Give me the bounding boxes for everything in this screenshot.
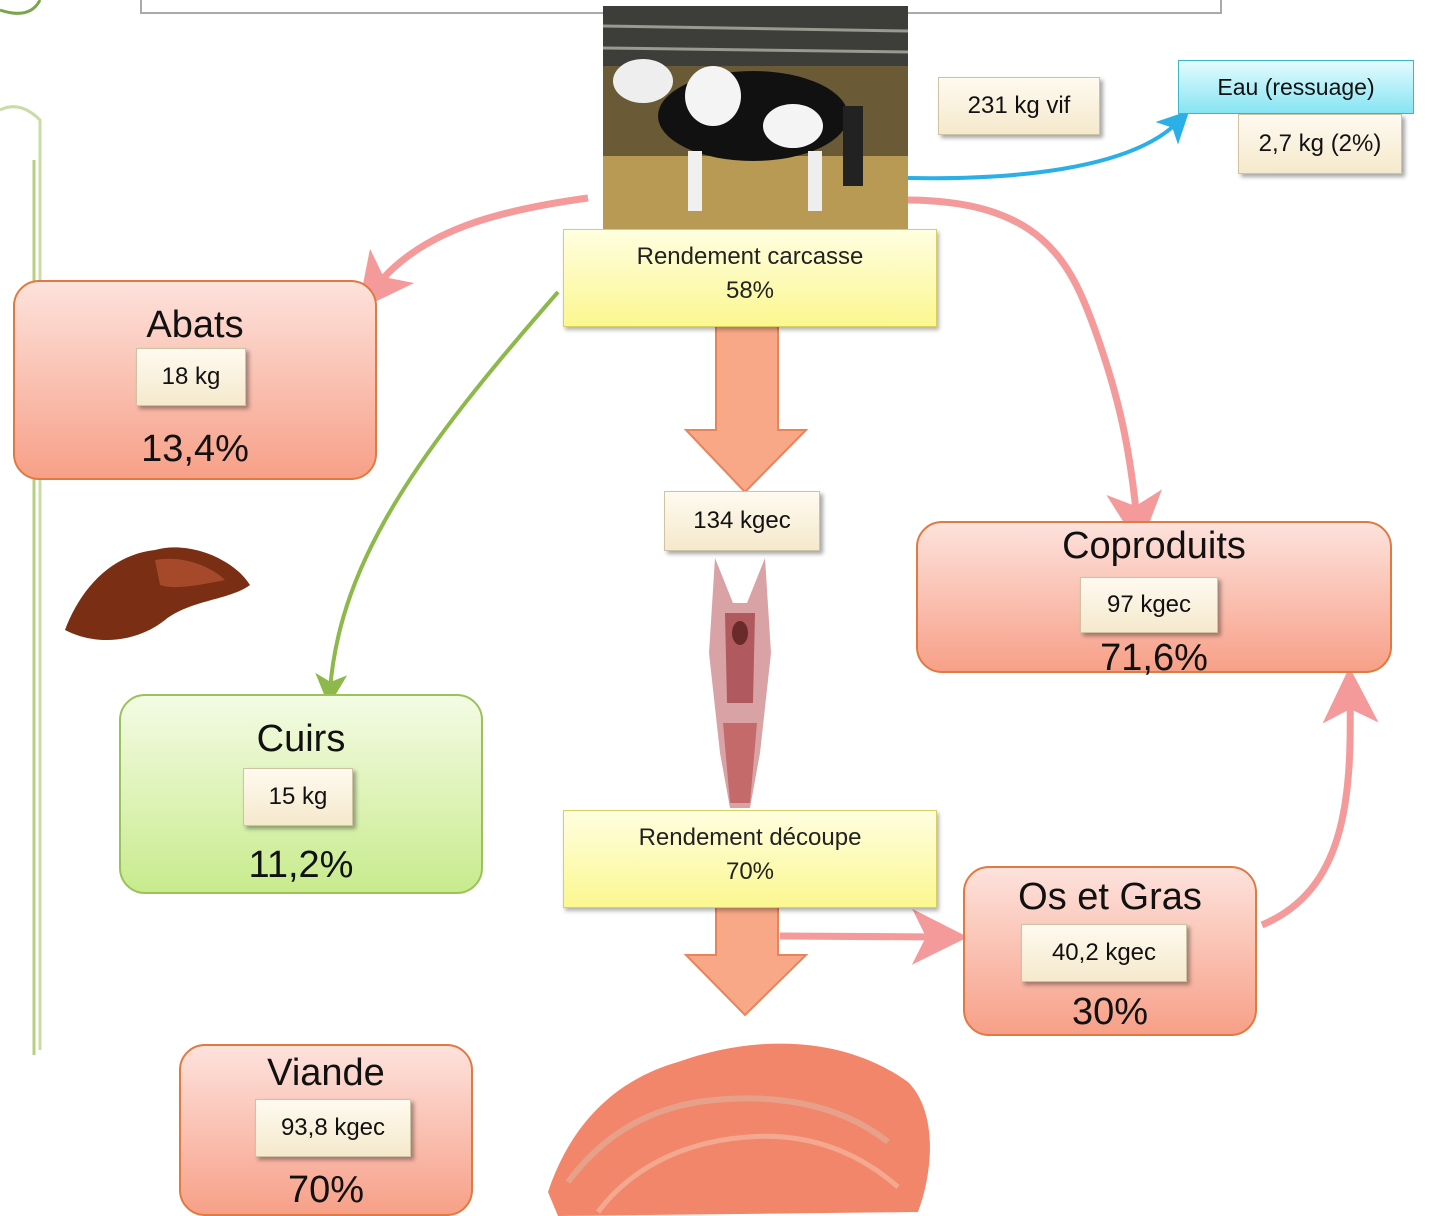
coproduits-pct: 71,6% bbox=[918, 639, 1390, 677]
carcass-photo bbox=[705, 553, 775, 810]
cuirs-title: Cuirs bbox=[121, 718, 481, 760]
viande-pct: 70% bbox=[181, 1170, 471, 1210]
cut-yield-label: Rendement découpe bbox=[564, 821, 936, 855]
viande-box: Viande 93,8 kgec 70% bbox=[179, 1044, 473, 1216]
abats-weight-tag: 18 kg bbox=[136, 348, 246, 406]
block-arrow-cut bbox=[686, 905, 806, 1015]
cuirs-weight-tag: 15 kg bbox=[243, 768, 353, 826]
viande-title: Viande bbox=[181, 1052, 471, 1094]
os-gras-box: Os et Gras 40,2 kgec 30% bbox=[963, 866, 1257, 1036]
abats-title: Abats bbox=[15, 304, 375, 346]
viande-weight-tag: 93,8 kgec bbox=[255, 1099, 411, 1157]
arrow-to-os-gras bbox=[780, 936, 940, 937]
os-gras-pct: 30% bbox=[965, 992, 1255, 1032]
liver-photo bbox=[60, 530, 260, 660]
water-title-box: Eau (ressuage) bbox=[1178, 60, 1414, 114]
arrow-to-coproduits bbox=[905, 200, 1137, 520]
cow-photo bbox=[603, 6, 908, 239]
block-arrow-carcass bbox=[686, 326, 806, 492]
carcass-weight-tag: 134 kgec bbox=[664, 491, 820, 551]
cuirs-box: Cuirs 15 kg 11,2% bbox=[119, 694, 483, 894]
abats-box: Abats 18 kg 13,4% bbox=[13, 280, 377, 480]
meat-photo bbox=[538, 1022, 940, 1216]
coproduits-box: Coproduits 97 kgec 71,6% bbox=[916, 521, 1392, 673]
water-value-tag: 2,7 kg (2%) bbox=[1238, 114, 1402, 174]
cut-yield-box: Rendement découpe 70% bbox=[563, 810, 937, 908]
live-weight-tag: 231 kg vif bbox=[938, 77, 1100, 135]
cut-yield-value: 70% bbox=[564, 855, 936, 889]
os-gras-title: Os et Gras bbox=[965, 876, 1255, 918]
carcass-yield-label: Rendement carcasse bbox=[564, 240, 936, 274]
abats-pct: 13,4% bbox=[15, 428, 375, 471]
carcass-yield-box: Rendement carcasse 58% bbox=[563, 229, 937, 327]
carcass-yield-value: 58% bbox=[564, 274, 936, 308]
coproduits-title: Coproduits bbox=[918, 525, 1390, 567]
arrow-os-to-coproduits bbox=[1262, 695, 1350, 925]
cuirs-pct: 11,2% bbox=[121, 844, 481, 887]
coproduits-weight-tag: 97 kgec bbox=[1080, 577, 1218, 633]
os-gras-weight-tag: 40,2 kgec bbox=[1021, 924, 1187, 982]
arrow-to-abats bbox=[375, 198, 588, 288]
